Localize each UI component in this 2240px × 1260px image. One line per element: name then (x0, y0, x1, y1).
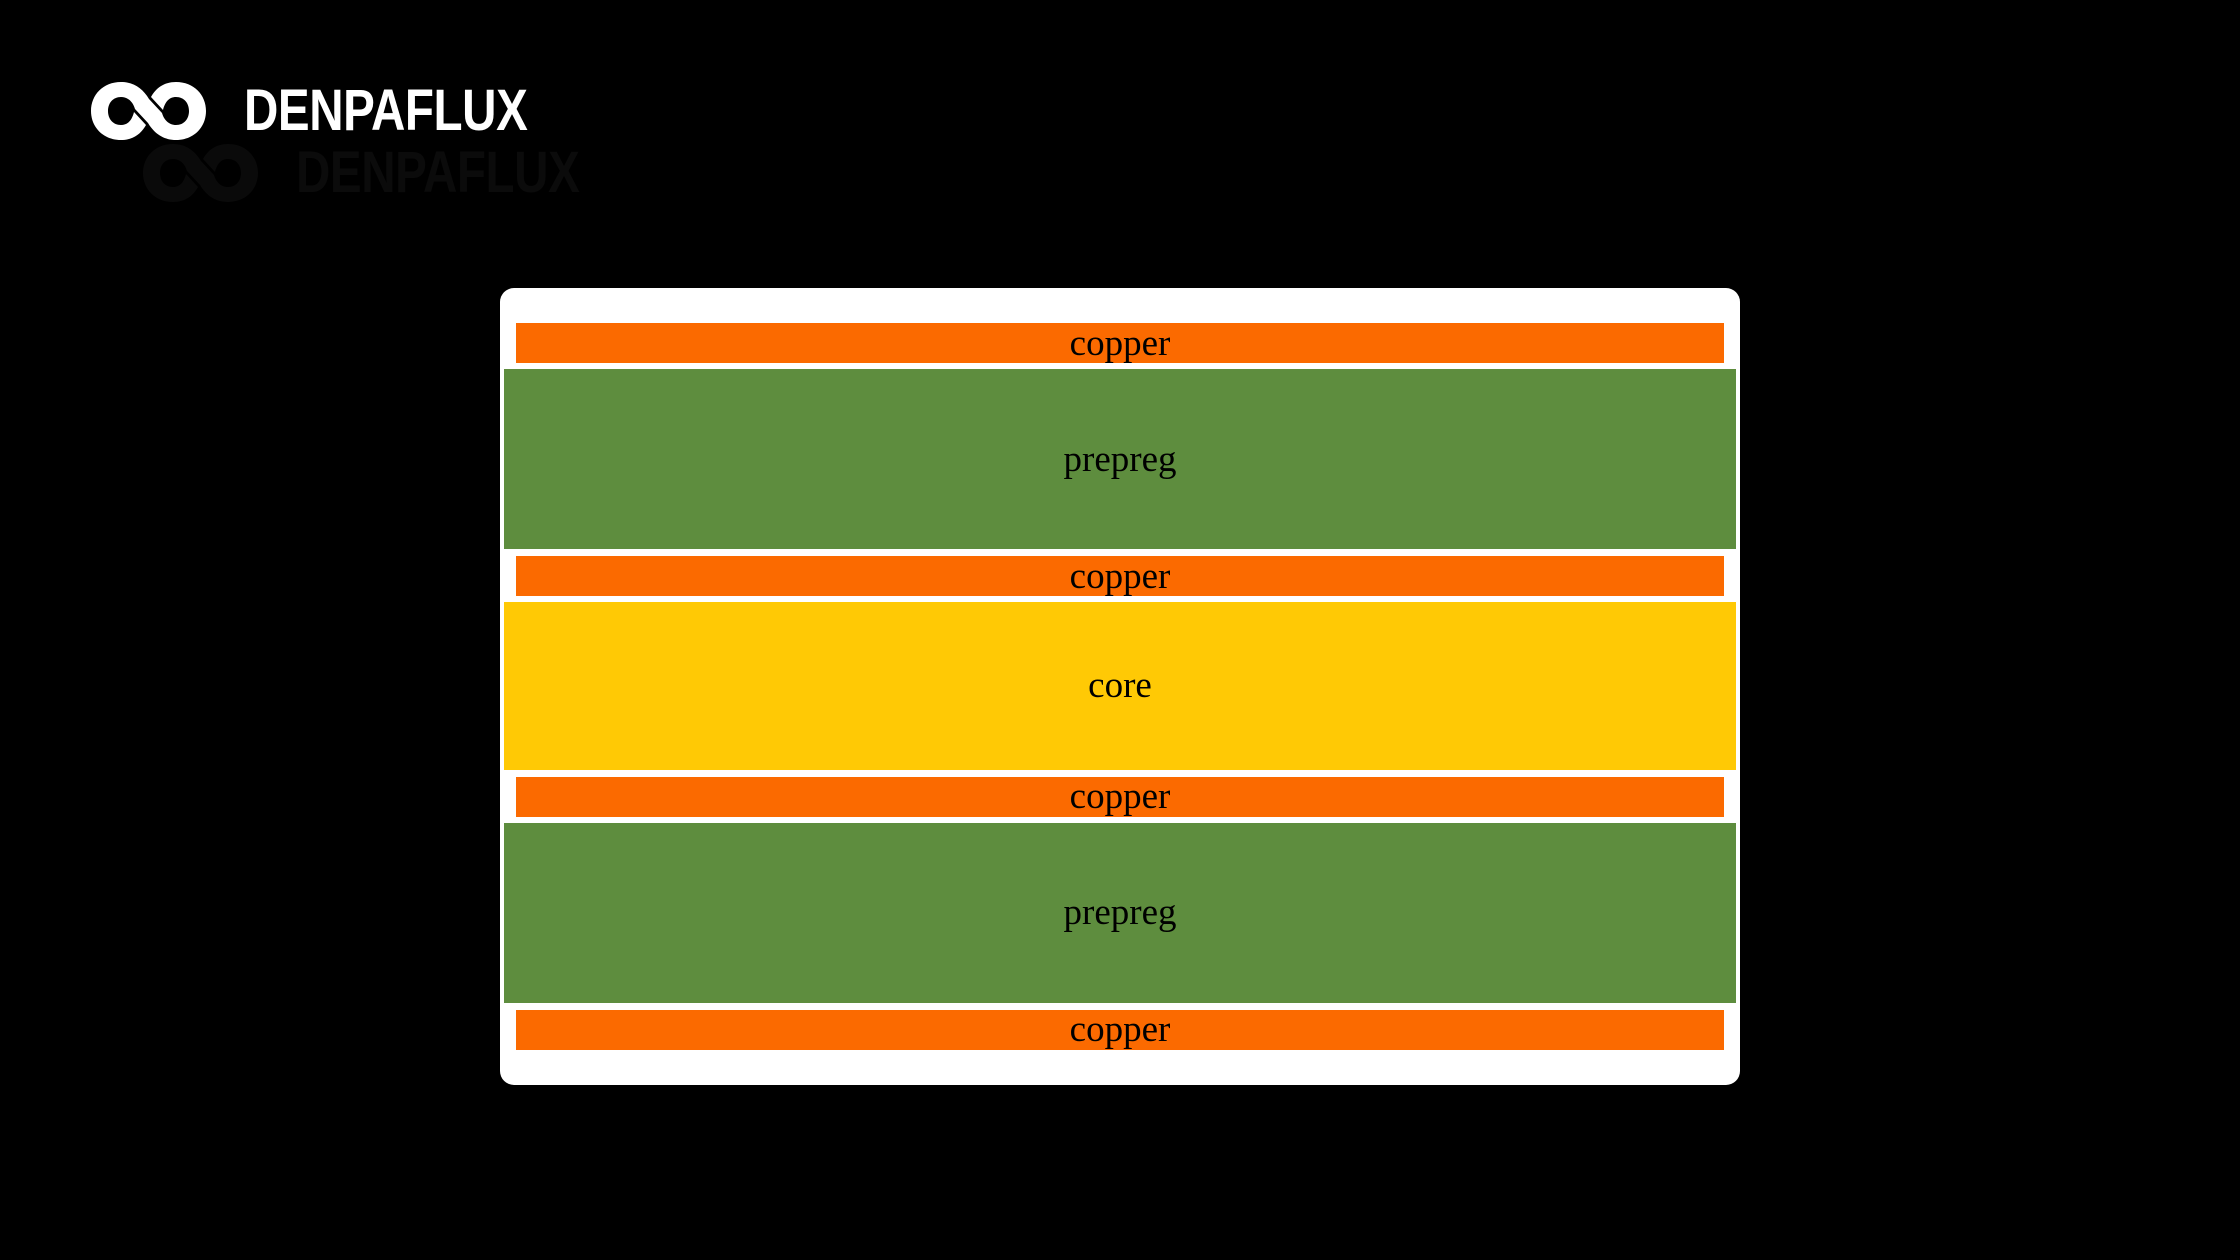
layer-label: copper (1069, 322, 1171, 364)
stackup-layer-prepreg-lower: prepreg (504, 823, 1736, 1003)
layer-label: core (1088, 665, 1152, 707)
layer-label: copper (1069, 1009, 1171, 1051)
stackup-layer-copper-bottom: copper (516, 1009, 1724, 1051)
layer-label: prepreg (1063, 438, 1177, 480)
stackup-layer-copper-top: copper (516, 322, 1724, 364)
brand-name: DENPAFLUX (244, 78, 528, 143)
brand-logo[interactable]: DENPAFLUX (88, 78, 590, 144)
stackup-layer-copper-inner-bottom: copper (516, 776, 1724, 818)
pcb-stackup-diagram: copper prepreg copper core copper prepre… (500, 288, 1740, 1085)
infinity-loop-icon (91, 82, 206, 140)
layer-label: prepreg (1063, 892, 1177, 934)
layer-label: copper (1069, 555, 1171, 597)
stackup-layer-core: core (504, 602, 1736, 770)
infinity-loop-icon (143, 144, 258, 202)
layer-label: copper (1069, 776, 1171, 818)
stackup-layer-copper-inner-top: copper (516, 555, 1724, 597)
stackup-layer-prepreg-upper: prepreg (504, 369, 1736, 549)
brand-name-ghost: DENPAFLUX (296, 140, 580, 205)
brand-logo-ghost: DENPAFLUX (140, 140, 642, 206)
